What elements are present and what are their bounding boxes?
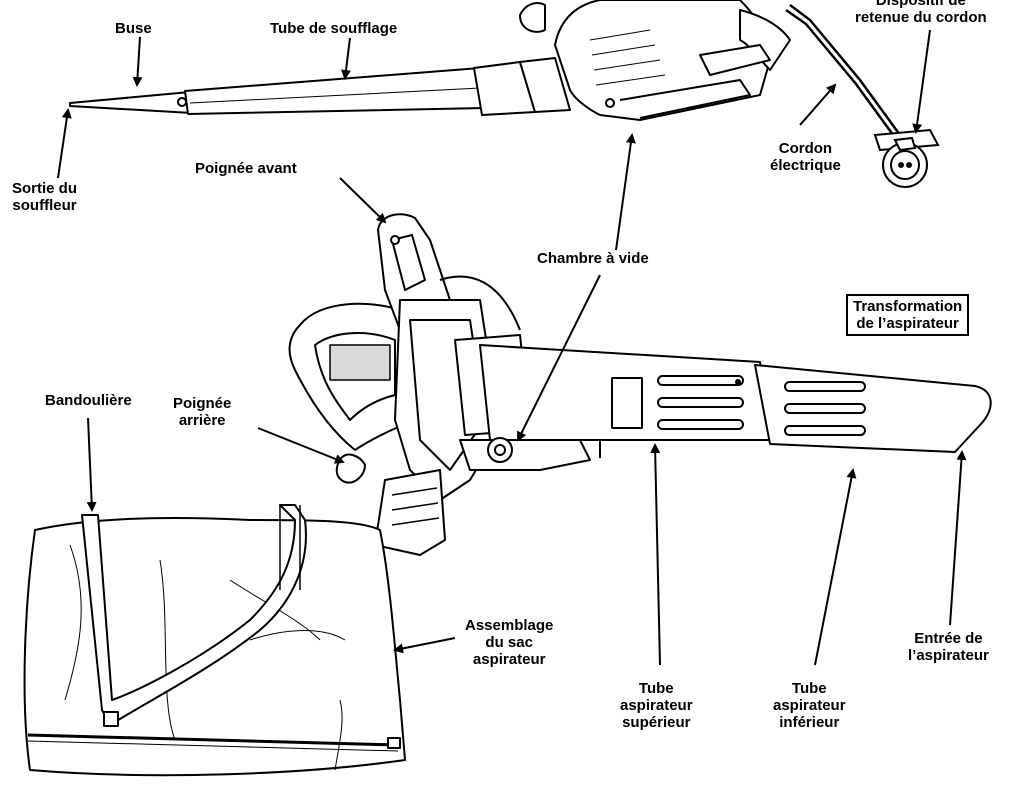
blower-assembly (69, 0, 791, 121)
label-text: aspirateur (773, 697, 846, 714)
arrow-icon (799, 83, 837, 126)
label-dispositif-retenue: Dispositif de retenue du cordon (855, 0, 987, 26)
label-bandouliere: Bandoulière (45, 392, 132, 409)
label-text: Poignée (173, 395, 232, 412)
blow-tube (184, 67, 486, 115)
label-text: supérieur (622, 714, 691, 731)
label-text: Bandoulière (45, 392, 132, 409)
label-text: aspirateur (620, 697, 693, 714)
bag-neck (374, 469, 446, 556)
label-transformation-aspirateur: Transformation de l’aspirateur (846, 294, 970, 336)
label-sortie-souffleur: Sortie du souffleur (12, 180, 77, 214)
blower-nozzle (69, 91, 193, 114)
label-buse: Buse (115, 20, 152, 37)
upper-tube-slots (657, 375, 744, 430)
label-text: du sac (485, 634, 533, 651)
bag-zipper (27, 733, 399, 747)
label-tube-soufflage: Tube de soufflage (270, 20, 397, 37)
label-text: Tube (638, 680, 674, 697)
vacuum-chamber (459, 439, 591, 471)
arrow-icon (912, 29, 931, 134)
label-text: l’aspirateur (908, 647, 989, 664)
arrow-icon (132, 36, 143, 87)
grip-stripes (329, 344, 391, 381)
label-text: Dispositif de (875, 0, 966, 9)
label-tube-superieur: Tube aspirateur supérieur (620, 680, 693, 731)
arrow-icon (393, 637, 456, 654)
arrow-icon (650, 443, 661, 666)
label-text: souffleur (12, 197, 77, 214)
label-poignee-arriere: Poignée arrière (173, 395, 231, 429)
arrow-icon (339, 177, 387, 224)
label-text: Transformation (853, 298, 963, 315)
label-assemblage-sac: Assemblage du sac aspirateur (465, 617, 553, 668)
arrow-icon (814, 468, 857, 666)
label-text: Sortie du (12, 180, 78, 197)
label-text: de l’aspirateur (856, 315, 959, 332)
label-text: arrière (178, 412, 226, 429)
vacuum-bag (23, 504, 406, 777)
label-text: aspirateur (472, 651, 546, 668)
arrow-icon (517, 274, 601, 442)
arrow-icon (257, 427, 345, 464)
leader-lines (57, 29, 967, 666)
plug-icon (873, 128, 940, 188)
lower-tube-slots (784, 381, 866, 436)
arrow-icon (615, 133, 636, 251)
label-text: électrique (770, 157, 841, 174)
label-text: Assemblage (465, 617, 554, 634)
label-cordon-electrique: Cordon électrique (770, 140, 841, 174)
arrow-icon (341, 37, 351, 80)
power-cord (785, 4, 902, 140)
label-text: Buse (115, 20, 152, 37)
label-text: Poignée avant (195, 160, 297, 177)
arrow-icon (86, 417, 97, 512)
label-text: inférieur (779, 714, 840, 731)
vacuum-assembly (288, 213, 992, 556)
label-chambre-vide: Chambre à vide (537, 250, 649, 267)
arrow-icon (57, 108, 72, 179)
label-text: retenue du cordon (855, 9, 987, 26)
arrow-icon (949, 450, 967, 626)
label-text: Chambre à vide (537, 250, 649, 267)
label-text: Entrée de (914, 630, 983, 647)
label-tube-inferieur: Tube aspirateur inférieur (773, 680, 846, 731)
label-text: Tube (791, 680, 827, 697)
label-text: Cordon (778, 140, 833, 157)
label-entree-aspirateur: Entrée de l’aspirateur (908, 630, 989, 664)
label-poignee-avant: Poignée avant (195, 160, 297, 177)
label-text: Tube de soufflage (270, 20, 398, 37)
